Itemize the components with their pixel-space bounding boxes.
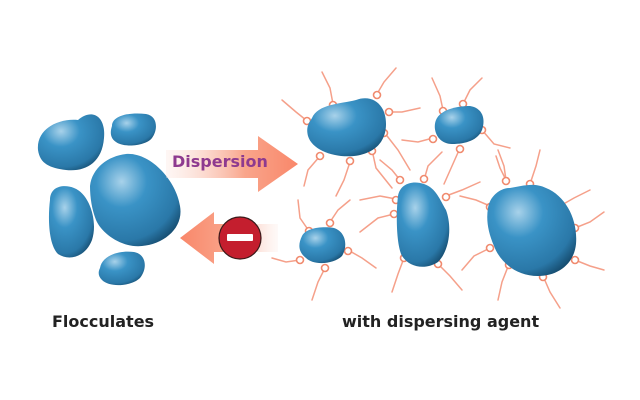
flocculate-cluster: [37, 113, 181, 286]
particle: [434, 106, 484, 144]
particle: [48, 186, 94, 258]
particle: [98, 251, 145, 286]
particle: [299, 227, 346, 264]
flocculates-caption: Flocculates: [52, 312, 155, 331]
particle: [90, 153, 181, 247]
dispersion-label: Dispersion: [172, 152, 268, 171]
dispersion-arrow: [166, 136, 298, 192]
particle: [37, 114, 105, 171]
particle: [487, 184, 577, 276]
dispersed-particles: [299, 98, 577, 276]
particle: [396, 182, 450, 267]
minus-circle-icon: [218, 216, 262, 260]
particle: [307, 98, 386, 157]
particle: [110, 113, 156, 146]
dispersing-agent-caption: with dispersing agent: [342, 312, 540, 331]
